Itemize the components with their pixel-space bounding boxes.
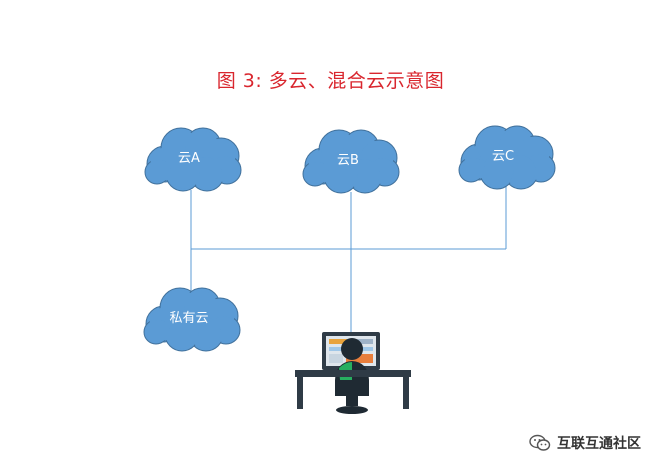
cloud-a-label: 云A xyxy=(178,151,200,166)
cloud-c-label: 云C xyxy=(491,149,515,164)
connection-lines xyxy=(190,186,507,335)
wechat-icon xyxy=(529,434,551,451)
cloud-private-label: 私有云 xyxy=(169,311,209,326)
diagram-title: 图 3: 多云、混合云示意图 xyxy=(216,70,445,92)
cloud-b-label: 云B xyxy=(337,153,359,168)
user-at-computer-icon xyxy=(295,332,411,414)
footer-watermark: 互联互通社区 xyxy=(529,433,641,453)
footer-label: 互联互通社区 xyxy=(557,436,641,452)
